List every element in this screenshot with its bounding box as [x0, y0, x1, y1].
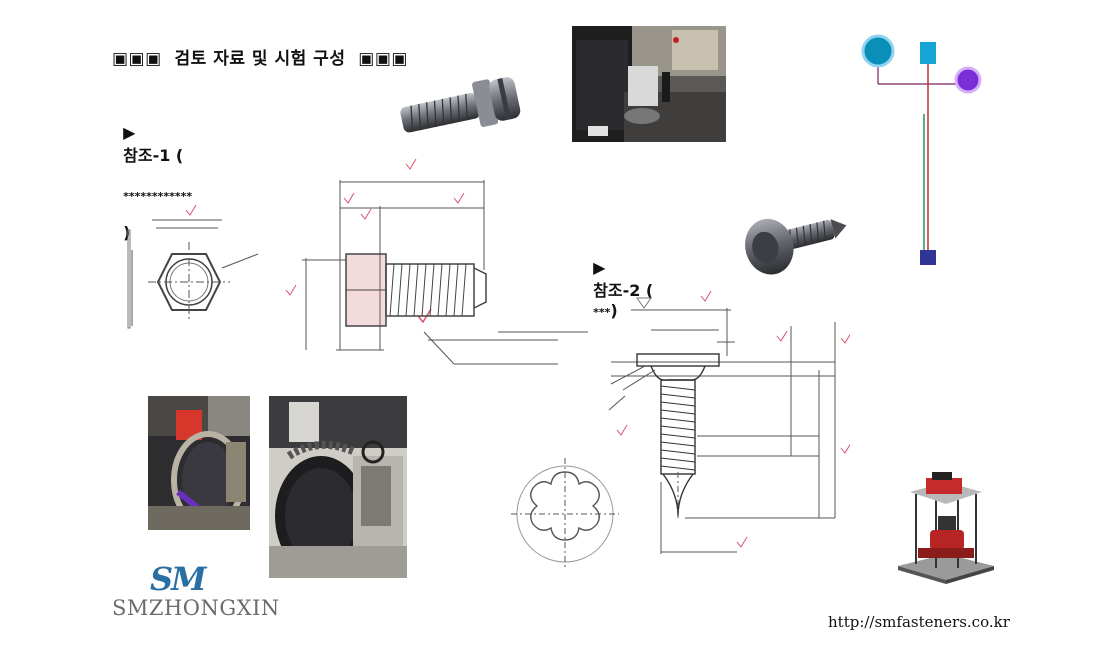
test-rig-photo-2 — [269, 396, 407, 578]
logo-text: SMZHONGXIN — [112, 596, 280, 620]
connector-diagram — [861, 34, 982, 265]
self-drilling-screw-image — [745, 218, 847, 275]
purple-circle-icon — [954, 66, 982, 94]
reference-2-close: ) — [610, 301, 618, 320]
reference-1-label: 참조-1 ( — [123, 146, 184, 165]
teal-circle-icon — [861, 34, 895, 68]
technical-drawing-1 — [127, 158, 588, 365]
page-title: ▣▣▣ 검토 자료 및 시험 구성 ▣▣▣ — [112, 49, 408, 69]
cyan-square-icon — [920, 42, 936, 64]
reference-1-close: ) — [123, 223, 131, 242]
logo-mark: SM — [150, 560, 207, 598]
reference-1-heading: ▶ 참조-1 ( ************ ) — [112, 104, 192, 242]
reference-2-value: *** — [593, 306, 611, 319]
reference-2-label: 참조-2 ( — [593, 281, 654, 300]
navy-square-icon — [920, 250, 936, 265]
reference-2-heading: ▶ 참조-2 ( ***) — [582, 239, 653, 320]
slotted-screw-image — [400, 77, 521, 133]
triangle-marker-icon: ▶ — [593, 258, 606, 277]
company-logo: SM SMZHONGXIN — [112, 562, 282, 620]
test-rig-photo-1 — [148, 396, 250, 530]
triangle-marker-icon: ▶ — [123, 123, 136, 142]
website-url[interactable]: http://smfasteners.co.kr — [828, 613, 1010, 631]
machine-photo-top — [572, 26, 726, 142]
reference-1-value: ************ — [123, 190, 193, 203]
technical-drawing-2 — [511, 290, 850, 570]
test-rig-render — [898, 472, 994, 584]
